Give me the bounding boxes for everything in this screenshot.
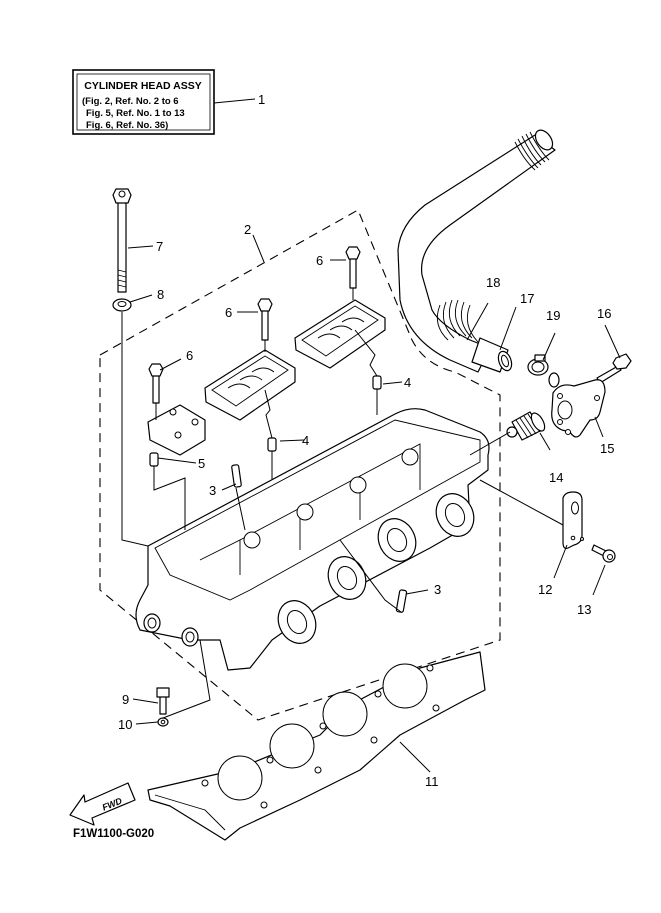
- callout-1: 1: [258, 92, 265, 107]
- callout-6: 6: [316, 253, 323, 268]
- dowel-5: [149, 452, 159, 467]
- title-box-heading: CYLINDER HEAD ASSY: [84, 80, 201, 92]
- bolt-6-c: [148, 363, 164, 404]
- bolt-6-a: [345, 246, 361, 289]
- title-box: CYLINDER HEAD ASSY (Fig. 2, Ref. No. 2 t…: [72, 69, 215, 135]
- callout-4: 4: [404, 375, 411, 390]
- hose-clamp: [527, 354, 549, 376]
- callout-9: 9: [122, 692, 129, 707]
- bolt-13: [591, 544, 616, 563]
- callout-7: 7: [156, 239, 163, 254]
- cylinder-head: [135, 408, 490, 671]
- cooling-hose: [397, 129, 556, 373]
- cam-cap-middle: [204, 349, 296, 421]
- callout-3: 3: [209, 483, 216, 498]
- washer-8: [112, 298, 132, 312]
- valve-guide-a: [231, 464, 242, 488]
- callout-3: 3: [434, 582, 441, 597]
- head-gasket: [147, 651, 486, 841]
- callout-12: 12: [538, 582, 552, 597]
- valve-guide-b: [395, 589, 408, 613]
- callout-8: 8: [157, 287, 164, 302]
- figure-code: F1W1100-G020: [73, 828, 154, 840]
- title-box-line: Fig. 5, Ref. No. 1 to 13: [86, 108, 185, 119]
- callout-6: 6: [225, 305, 232, 320]
- callout-11: 11: [425, 774, 439, 789]
- dowel-4-b: [267, 437, 277, 452]
- title-box-line: (Fig. 2, Ref. No. 2 to 6: [82, 96, 179, 107]
- dowel-4-a: [372, 375, 382, 390]
- callout-16: 16: [597, 306, 611, 321]
- bolt-6-b: [257, 298, 273, 341]
- callout-13: 13: [577, 602, 591, 617]
- thermostat-cover: [548, 372, 606, 438]
- cam-cap-end: [147, 404, 206, 456]
- leader-lines: [121, 98, 621, 773]
- callout-labels: 1 2 3 3 4 4 5 6 6 6 7 8 9 10 11 12 13 14…: [118, 92, 614, 789]
- callout-6: 6: [186, 348, 193, 363]
- callout-2: 2: [244, 222, 251, 237]
- thermostat: [506, 411, 546, 441]
- bracket: [562, 491, 584, 549]
- forward-direction-arrow: FWD: [69, 782, 136, 826]
- cam-cap-right: [294, 299, 386, 369]
- callout-17: 17: [520, 291, 534, 306]
- callout-4: 4: [302, 433, 309, 448]
- callout-15: 15: [600, 441, 614, 456]
- callout-10: 10: [118, 717, 132, 732]
- bolt-16: [596, 353, 632, 384]
- callout-19: 19: [546, 308, 560, 323]
- bolt-9: [156, 687, 170, 715]
- washer-10: [157, 717, 169, 727]
- head-bolt: [112, 188, 132, 293]
- callout-14: 14: [549, 470, 563, 485]
- title-box-line: Fig. 6, Ref. No. 36): [86, 120, 168, 131]
- callout-18: 18: [486, 275, 500, 290]
- group-boundary-dashed: [99, 209, 501, 721]
- callout-5: 5: [198, 456, 205, 471]
